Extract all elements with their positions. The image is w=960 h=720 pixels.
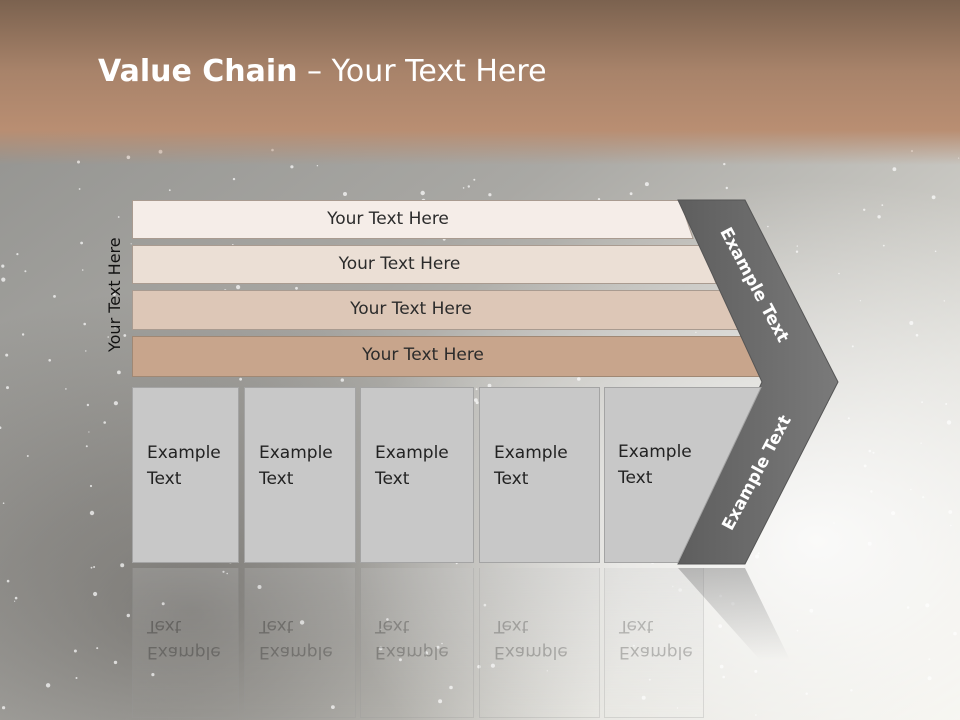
title-rest: – Your Text Here xyxy=(297,54,547,89)
activity-box-4: Example Text xyxy=(479,387,600,563)
box-line-2: Text xyxy=(618,468,653,488)
activity-box-3: Example Text xyxy=(360,387,474,563)
box-line-2: Text xyxy=(494,469,529,489)
band-3: Your Text Here xyxy=(132,290,740,330)
box-shape xyxy=(604,387,762,563)
activity-box-1: Example Text xyxy=(132,387,239,563)
band-label: Your Text Here xyxy=(338,254,461,274)
box-line-1: Example xyxy=(494,443,568,463)
band-label: Your Text Here xyxy=(350,299,472,319)
box-line-1: Example xyxy=(375,443,449,463)
box-line-2: Text xyxy=(375,469,410,489)
title-bold: Value Chain xyxy=(98,54,298,89)
band-label: Your Text Here xyxy=(327,209,449,229)
box-line-2: Text xyxy=(259,469,294,489)
band-shape xyxy=(132,200,694,239)
box-line-1: Example xyxy=(147,443,221,463)
box-line-1: Example xyxy=(259,443,333,463)
box-line-1: Example xyxy=(618,442,692,462)
band-label: Your Text Here xyxy=(362,345,484,365)
activity-box-5: Example Text xyxy=(604,387,764,563)
band-4: Your Text Here xyxy=(132,336,764,377)
box-line-2: Text xyxy=(147,469,182,489)
band-1: Your Text Here xyxy=(132,200,694,239)
slide-title: Value Chain – Your Text Here xyxy=(98,54,547,89)
activity-box-2: Example Text xyxy=(244,387,356,563)
